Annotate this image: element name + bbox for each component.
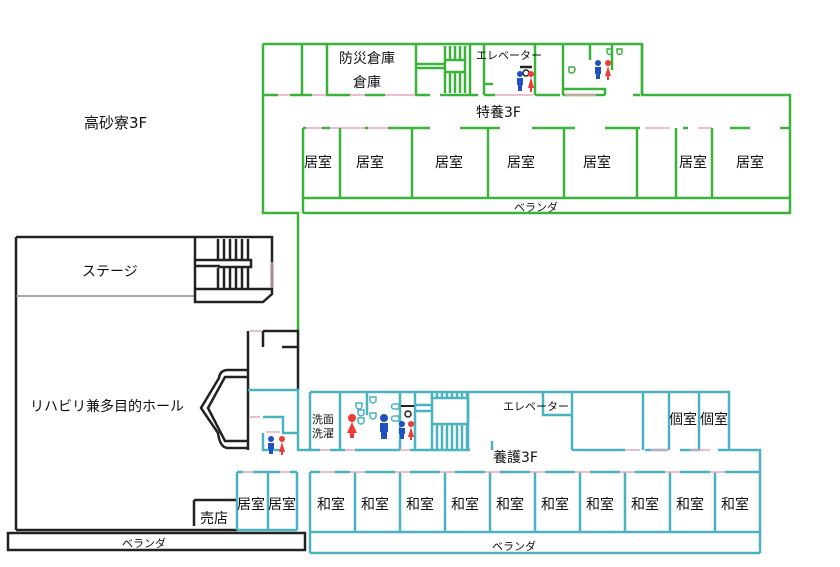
room-washitsu: 和室 <box>361 496 389 513</box>
hall-block <box>6 235 307 552</box>
wing-label-yougo: 養護3F <box>493 449 538 466</box>
wing-label-tokuyou: 特養3F <box>476 104 521 121</box>
room-kyoshitsu: 居室 <box>507 154 535 171</box>
veranda-hall: ベランダ <box>122 536 166 550</box>
room-laundry-line2: 洗濯 <box>312 427 334 440</box>
room-bousai-souko: 防災倉庫 <box>339 50 395 67</box>
room-washitsu: 和室 <box>721 496 749 513</box>
male-toilet-icon <box>268 436 274 454</box>
female-toilet-icon <box>347 414 357 438</box>
room-kyoshitsu: 居室 <box>304 154 332 171</box>
room-kyoshitsu: 居室 <box>736 154 764 171</box>
room-washitsu: 和室 <box>406 496 434 513</box>
elevator-label-tokuyou: エレベーター <box>476 49 542 62</box>
room-kyoshitsu: 居室 <box>268 496 296 513</box>
male-toilet-icon <box>517 71 523 91</box>
stairs-icon <box>416 46 467 93</box>
male-toilet-icon <box>399 421 405 439</box>
room-washitsu: 和室 <box>317 496 345 513</box>
room-stage: ステージ <box>82 264 138 280</box>
room-washitsu: 和室 <box>451 496 479 513</box>
female-toilet-icon <box>408 421 414 440</box>
room-shop: 売店 <box>200 511 228 527</box>
room-souko: 倉庫 <box>353 74 381 91</box>
room-kyoshitsu: 居室 <box>679 154 707 171</box>
room-washitsu: 和室 <box>631 496 659 513</box>
female-toilet-icon <box>279 436 285 455</box>
room-washitsu: 和室 <box>496 496 524 513</box>
female-toilet-icon <box>605 60 611 80</box>
room-kyoshitsu: 居室 <box>356 154 384 171</box>
room-washitsu: 和室 <box>676 496 704 513</box>
veranda-yougo: ベランダ <box>492 539 536 553</box>
female-toilet-icon <box>528 71 534 92</box>
room-kyoshitsu: 居室 <box>237 496 265 513</box>
room-kyoshitsu: 居室 <box>583 154 611 171</box>
toilet-icon <box>401 405 414 418</box>
veranda-tokuyou: ベランダ <box>514 200 558 214</box>
urinal-icon <box>568 48 623 74</box>
male-toilet-icon <box>595 60 601 79</box>
elevator-label-yougo: エレベーター <box>503 400 569 413</box>
room-laundry-line1: 洗面 <box>312 413 334 426</box>
room-private: 個室 <box>669 411 697 428</box>
tokuyou-wing <box>261 42 792 330</box>
room-washitsu: 和室 <box>586 496 614 513</box>
room-washitsu: 和室 <box>541 496 569 513</box>
room-private: 個室 <box>700 411 728 428</box>
room-kyoshitsu: 居室 <box>435 154 463 171</box>
room-rehab-hall: リハビリ兼多目的ホール <box>30 398 184 415</box>
urinal-icon <box>355 396 400 425</box>
yougo-wing <box>235 388 762 555</box>
male-toilet-icon <box>380 414 388 439</box>
building-title: 高砂寮3F <box>84 114 147 132</box>
